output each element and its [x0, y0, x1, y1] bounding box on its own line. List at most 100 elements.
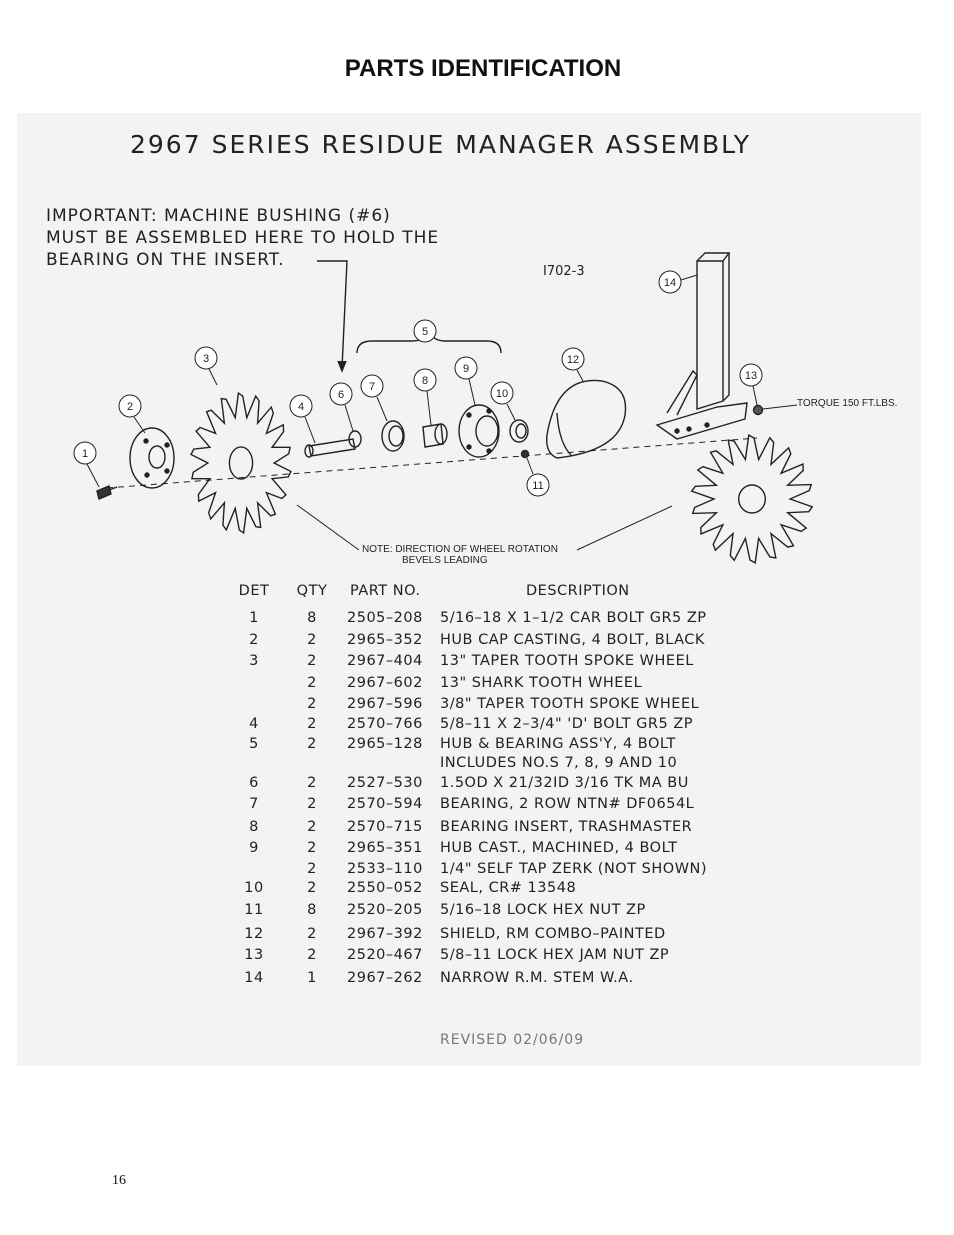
- part-number-cell: 2505–208: [347, 610, 423, 626]
- qty-cell: 2: [307, 947, 317, 963]
- description-cell: BEARING INSERT, TRASHMASTER: [440, 819, 693, 835]
- qty-cell: 2: [307, 736, 317, 752]
- det-cell: 7: [249, 796, 259, 812]
- det-cell: 10: [244, 880, 264, 896]
- description-cell: 3/8" TAPER TOOTH SPOKE WHEEL: [440, 696, 700, 712]
- part-number-cell: 2520–467: [347, 947, 423, 963]
- description-cell: NARROW R.M. STEM W.A.: [440, 970, 634, 986]
- qty-cell: 2: [307, 880, 317, 896]
- det-cell: 3: [249, 653, 259, 669]
- qty-cell: 2: [307, 675, 317, 691]
- header-det: DET: [238, 583, 270, 599]
- description-cell: HUB CAP CASTING, 4 BOLT, BLACK: [440, 632, 705, 648]
- svg-text:10: 10: [496, 388, 508, 400]
- callout-2: 2: [118, 394, 146, 434]
- svg-text:11: 11: [532, 480, 543, 492]
- svg-text:3: 3: [203, 353, 209, 365]
- exploded-view-drawing: 1 2 3 4 5 6 7 8 9 10 11 12 13 14: [73, 252, 814, 565]
- torque-note: TORQUE 150 FT.LBS.: [797, 398, 898, 409]
- det-cell: 8: [249, 819, 259, 835]
- qty-cell: 2: [307, 796, 317, 812]
- page-number: 16: [112, 1173, 126, 1188]
- bearing-insert-part: [422, 423, 448, 448]
- part-number-cell: 2550–052: [347, 880, 423, 896]
- part-number-cell: 2533–110: [347, 861, 423, 877]
- jam-nut-part: [752, 404, 764, 416]
- part-number-cell: 2967–404: [347, 653, 423, 669]
- lock-nut-part: [520, 449, 530, 459]
- page-title: PARTS IDENTIFICATION: [344, 55, 622, 82]
- description-cell: BEARING, 2 ROW NTN# DF0654L: [440, 796, 695, 812]
- det-cell: 5: [249, 736, 259, 752]
- description-cell: HUB & BEARING ASS'Y, 4 BOLT: [440, 736, 676, 752]
- part-number-cell: 2967–262: [347, 970, 423, 986]
- callout-8: 8: [413, 368, 437, 426]
- d-bolt-part: [304, 438, 356, 458]
- svg-text:6: 6: [338, 389, 344, 401]
- callout-4: 4: [289, 394, 316, 444]
- qty-cell: 8: [307, 610, 317, 626]
- important-note-line: MUST BE ASSEMBLED HERE TO HOLD THE: [46, 228, 440, 248]
- det-cell: 4: [249, 716, 259, 732]
- callout-7: 7: [360, 374, 388, 422]
- scanned-drawing-panel: [17, 113, 921, 1066]
- callout-5: 5: [413, 319, 437, 343]
- svg-text:8: 8: [422, 375, 428, 387]
- svg-text:2: 2: [127, 401, 133, 413]
- description-cell: HUB CAST., MACHINED, 4 BOLT: [440, 840, 678, 856]
- callout-10: 10: [490, 381, 516, 421]
- det-cell: 6: [249, 775, 259, 791]
- det-cell: 9: [249, 840, 259, 856]
- svg-text:1: 1: [82, 448, 88, 460]
- drawing-code: I702-3: [543, 264, 585, 279]
- part-number-cell: 2570–594: [347, 796, 423, 812]
- svg-text:7: 7: [369, 381, 375, 393]
- qty-cell: 2: [307, 632, 317, 648]
- description-cell: SEAL, CR# 13548: [440, 880, 577, 896]
- det-cell: 1: [249, 610, 259, 626]
- callout-9: 9: [454, 356, 478, 406]
- part-number-cell: 2967–392: [347, 926, 423, 942]
- hub-casting-part: [458, 404, 500, 458]
- important-note-line: IMPORTANT: MACHINE BUSHING (#6): [46, 206, 391, 226]
- det-cell: 14: [244, 970, 264, 986]
- qty-cell: 2: [307, 696, 317, 712]
- part-number-cell: 2965–128: [347, 736, 423, 752]
- description-cell: 1/4" SELF TAP ZERK (NOT SHOWN): [440, 861, 708, 877]
- qty-cell: 1: [307, 970, 317, 986]
- description-cell: 5/8–11 LOCK HEX JAM NUT ZP: [440, 947, 670, 963]
- description-cell: 5/16–18 X 1–1/2 CAR BOLT GR5 ZP: [440, 610, 707, 626]
- qty-cell: 2: [307, 926, 317, 942]
- spoke-wheel-right-part: [690, 433, 814, 565]
- description-cell: 5/8–11 X 2–3/4" 'D' BOLT GR5 ZP: [440, 716, 694, 732]
- important-note: IMPORTANT: MACHINE BUSHING (#6) MUST BE …: [46, 205, 439, 271]
- header-qty: QTY: [296, 583, 328, 599]
- det-cell: 13: [244, 947, 264, 963]
- part-number-cell: 2965–352: [347, 632, 423, 648]
- det-cell: 2: [249, 632, 259, 648]
- callout-13: 13: [739, 363, 763, 406]
- rotation-note-line: BEVELS LEADING: [402, 555, 488, 566]
- part-number-cell: 2967–596: [347, 696, 423, 712]
- assembly-axis: [106, 437, 758, 489]
- description-cell: 5/16–18 LOCK HEX NUT ZP: [440, 902, 646, 918]
- part-number-cell: 2967–602: [347, 675, 423, 691]
- qty-cell: 2: [307, 840, 317, 856]
- description-cell: 1.5OD X 21/32ID 3/16 TK MA BU: [440, 775, 689, 791]
- part-number-cell: 2570–715: [347, 819, 423, 835]
- qty-cell: 8: [307, 902, 317, 918]
- description-cell: SHIELD, RM COMBO–PAINTED: [440, 926, 666, 942]
- qty-cell: 2: [307, 716, 317, 732]
- important-note-leader: [317, 260, 348, 369]
- revised-date: REVISED 02/06/09: [440, 1032, 585, 1048]
- svg-text:13: 13: [745, 370, 757, 382]
- shield-part: [546, 379, 627, 459]
- description-cell: 13" TAPER TOOTH SPOKE WHEEL: [440, 653, 694, 669]
- svg-text:4: 4: [298, 401, 304, 413]
- qty-cell: 2: [307, 775, 317, 791]
- callout-11: 11: [526, 457, 550, 497]
- machine-bushing-part: [348, 430, 362, 448]
- callout-14: 14: [658, 270, 698, 294]
- callout-3: 3: [194, 346, 218, 386]
- part-number-cell: 2570–766: [347, 716, 423, 732]
